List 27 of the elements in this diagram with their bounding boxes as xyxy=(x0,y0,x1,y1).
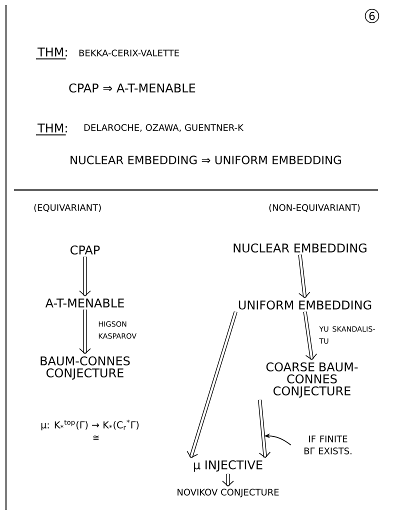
statement-text: COARSE BAUM-CONNES CONJECTURE xyxy=(266,362,358,398)
statement-text: IF FINITE BΓ EXISTS. xyxy=(304,436,352,454)
double-arrow xyxy=(303,311,318,360)
page-number: 6 xyxy=(364,8,380,24)
statement-text: μ INJECTIVE xyxy=(194,460,262,472)
statement-text: UNIFORM EMBEDDING xyxy=(238,300,372,310)
column-heading: (EQUIVARIANT) xyxy=(34,204,101,212)
isomorphism-sign: ≅ xyxy=(93,436,99,440)
double-arrow xyxy=(222,474,234,487)
statement-text: NOVIKOV CONJECTURE xyxy=(178,488,279,498)
author-names: BEKKA-CERIX-VALETTE xyxy=(79,50,179,56)
theorem-statement: CPAP ⇒ A-T-MENABLE xyxy=(69,83,196,93)
double-arrow xyxy=(79,310,91,354)
double-arrow xyxy=(298,254,310,298)
theorem-heading: THM: xyxy=(38,124,67,132)
double-arrow xyxy=(79,256,91,296)
map-formula: μ: K$_{*}$$^{top}$(Γ) → K$_{*}$(C$_{r}$$^{*}$Γ) xyxy=(41,420,139,430)
statement-text: NUCLEAR EMBEDDING xyxy=(234,243,366,253)
statement-text: CPAP xyxy=(70,245,100,255)
double-arrow xyxy=(258,400,271,458)
double-arrow xyxy=(186,311,238,458)
theorem-heading: THM: xyxy=(38,48,67,56)
statement-text: A-T-MENABLE xyxy=(45,298,124,308)
statement-text: BAUM-CONNES CONJECTURE xyxy=(40,356,130,380)
theorem-statement: NUCLEAR EMBEDDING ⇒ UNIFORM EMBEDDING xyxy=(70,156,341,164)
author-names: DELAROCHE, OZAWA, GUENTNER-K xyxy=(84,124,244,132)
column-heading: (NON-EQUIVARIANT) xyxy=(269,204,360,212)
